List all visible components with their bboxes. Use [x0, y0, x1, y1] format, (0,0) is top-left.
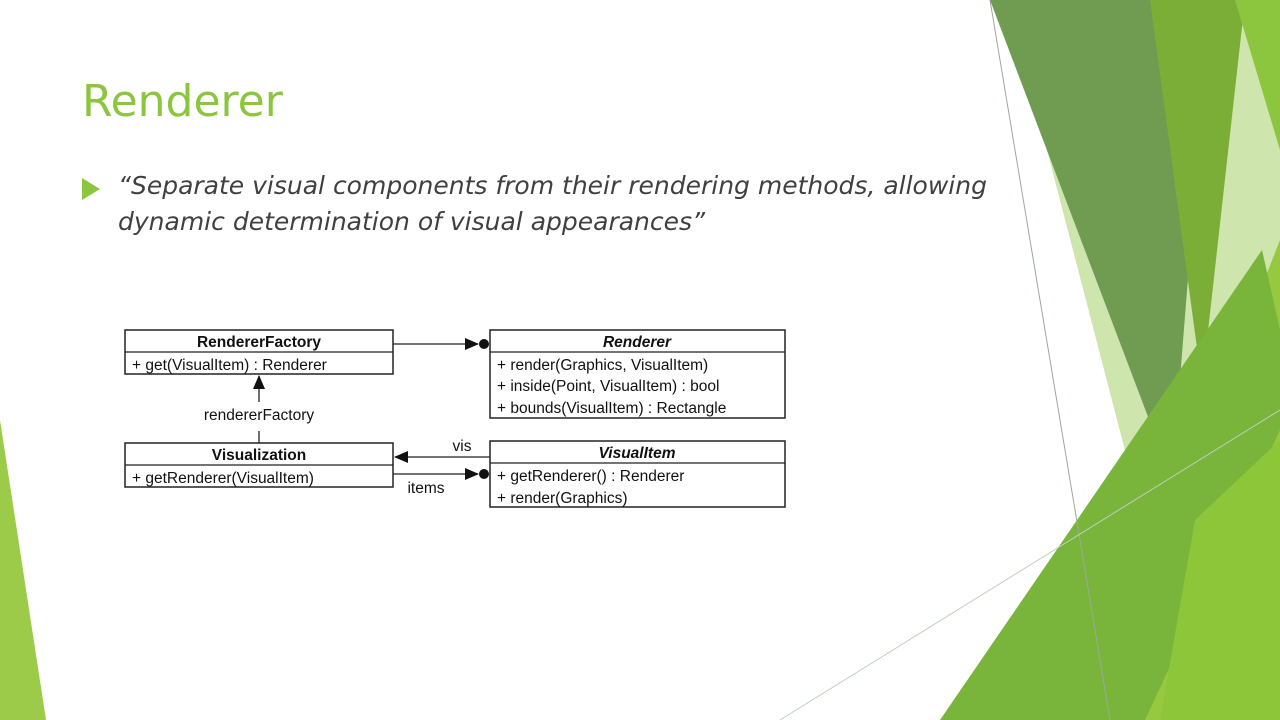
visual-item-name: VisualItem — [599, 445, 676, 462]
visual-item-op-render: + render(Graphics) — [497, 490, 628, 507]
visualization-name: Visualization — [212, 447, 306, 464]
class-renderer-factory: RendererFactory + get(VisualItem) : Rend… — [124, 329, 394, 375]
renderer-op-bounds: + bounds(VisualItem) : Rectangle — [497, 400, 726, 417]
association-vis: vis — [394, 438, 490, 463]
renderer-op-render: + render(Graphics, VisualItem) — [497, 357, 708, 374]
association-renderer-factory: rendererFactory — [204, 375, 315, 443]
visual-item-op-get-renderer: + getRenderer() : Renderer — [497, 468, 684, 485]
slide-title: Renderer — [82, 76, 283, 127]
uml-class-diagram: RendererFactory + get(VisualItem) : Rend… — [124, 329, 786, 508]
renderer-factory-op-get: + get(VisualItem) : Renderer — [132, 357, 327, 374]
visualization-op-get-renderer: + getRenderer(VisualItem) — [132, 470, 314, 487]
items-label: items — [407, 480, 444, 497]
renderer-factory-label: rendererFactory — [204, 407, 315, 424]
renderer-name: Renderer — [603, 334, 672, 351]
class-renderer: Renderer + render(Graphics, VisualItem) … — [489, 329, 786, 419]
renderer-factory-name: RendererFactory — [197, 334, 321, 351]
association-factory-renderer — [393, 338, 489, 350]
class-visual-item: VisualItem + getRenderer() : Renderer + … — [489, 440, 786, 508]
class-visualization: Visualization + getRenderer(VisualItem) — [124, 442, 394, 488]
triangle-bullet-icon — [82, 178, 100, 200]
renderer-op-inside: + inside(Point, VisualItem) : bool — [497, 378, 719, 395]
vis-label: vis — [453, 438, 472, 455]
association-items: items — [393, 468, 489, 497]
quote-bullet: “Separate visual components from their r… — [82, 168, 1002, 240]
quote-text: “Separate visual components from their r… — [118, 171, 987, 236]
